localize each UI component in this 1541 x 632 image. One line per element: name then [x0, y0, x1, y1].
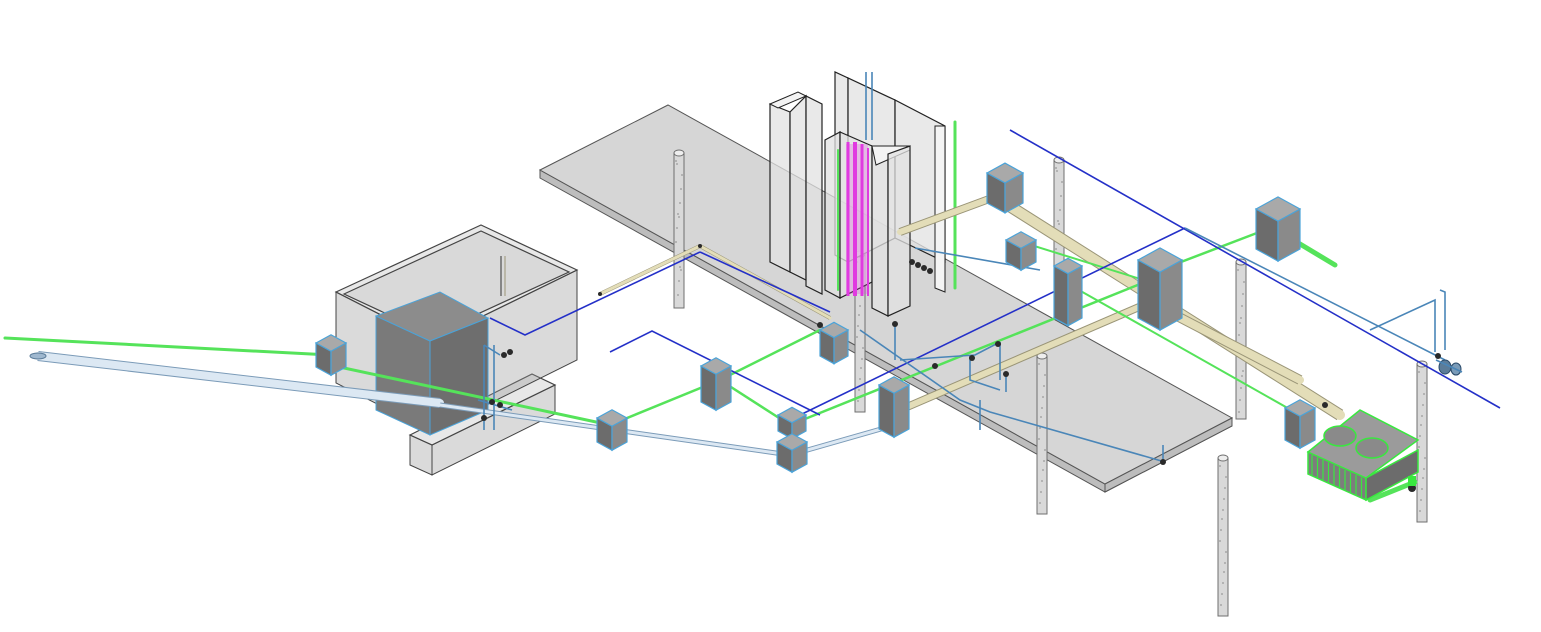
- equipment-box: [818, 321, 850, 365]
- equipment-box: [1052, 257, 1084, 327]
- equipment-box: [1004, 231, 1038, 272]
- equipment-box: [1254, 196, 1302, 263]
- equipment-box: [595, 409, 629, 452]
- equipment-box: [776, 406, 808, 440]
- equipment-box: [314, 334, 348, 377]
- equipment-box: [775, 433, 809, 474]
- pump-unit: [1435, 359, 1463, 376]
- equipment-boxes: [314, 162, 1317, 474]
- pipe-fittings: [481, 244, 1441, 492]
- chiller-unit: [1306, 409, 1420, 502]
- blue-line-runs: [477, 129, 1501, 463]
- equipment-box: [1136, 247, 1184, 332]
- column-4: [1036, 352, 1048, 515]
- column-5: [1235, 258, 1247, 420]
- column-7: [1217, 454, 1229, 617]
- column-1: [673, 149, 685, 309]
- equipment-box: [985, 162, 1025, 214]
- equipment-box: [1283, 399, 1317, 450]
- shaft-walls: [768, 71, 957, 317]
- water-tank: [334, 224, 579, 476]
- equipment-box: [877, 376, 911, 439]
- equipment-box: [699, 357, 733, 412]
- column-6: [1416, 360, 1428, 523]
